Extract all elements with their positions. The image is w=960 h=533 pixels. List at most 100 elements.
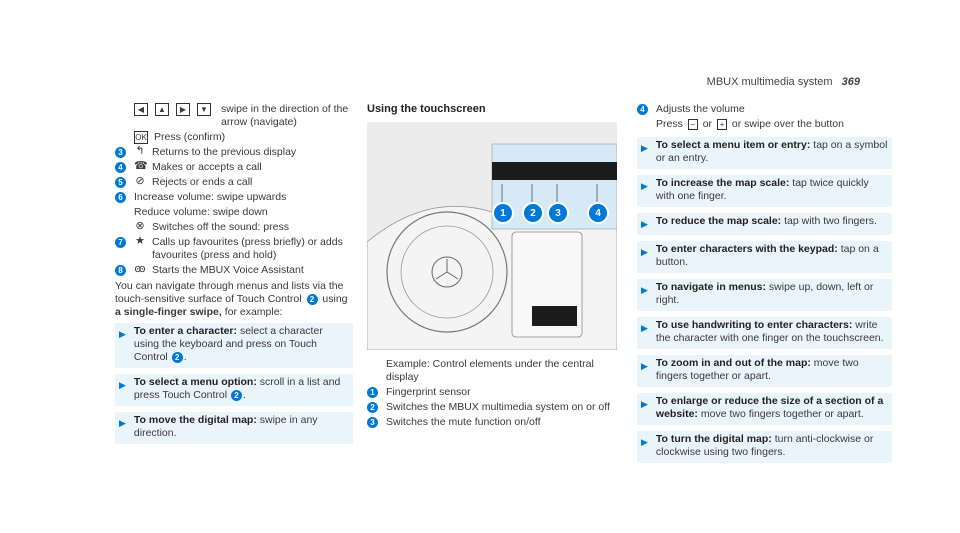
number-badge: 2 xyxy=(367,402,378,413)
tip-item: ▶ To select a menu item or entry: tap on … xyxy=(637,137,892,169)
tip-title: To zoom in and out of the map: xyxy=(655,357,811,369)
tip-title: To enter a character: xyxy=(133,325,238,337)
legend-item-2: 2 Switches the MBUX multimedia system on… xyxy=(367,401,617,414)
tip-title: To select a menu item or entry: xyxy=(655,139,811,151)
down-arrow-icon: ▼ xyxy=(197,103,211,116)
mute-icon: ⊗ xyxy=(135,220,145,232)
tip-title: To move the digital map: xyxy=(133,414,257,426)
or-text: or xyxy=(702,118,713,130)
number-badge: 5 xyxy=(115,177,126,188)
intro-paragraph: You can navigate through menus and lists… xyxy=(115,280,353,319)
play-arrow-icon: ▶ xyxy=(119,380,126,390)
number-badge: 2 xyxy=(231,390,243,401)
legend-text: Adjusts the volume xyxy=(656,103,745,115)
tip-text: tap on a symbol or an entry. xyxy=(655,139,888,164)
phone-icon: ☎ xyxy=(134,160,148,172)
callout-2: 2 xyxy=(522,202,544,224)
number-badge: 3 xyxy=(367,417,378,428)
tip-item: ▶To zoom in and out of the map: move two… xyxy=(637,355,892,387)
legend-item-7: 7 ★ Calls up favourites (press briefly) … xyxy=(115,236,353,262)
legend-item-5: 5 ⊘ Rejects or ends a call xyxy=(115,176,353,189)
play-arrow-icon: ▶ xyxy=(641,181,648,191)
legend-text: Returns to the previous display xyxy=(152,146,297,158)
tip-item: ▶To use handwriting to enter characters:… xyxy=(637,317,892,349)
play-arrow-icon: ▶ xyxy=(119,329,126,339)
tip-text: tap twice quickly with one finger. xyxy=(655,177,869,202)
right-arrow-icon: ▶ xyxy=(176,103,190,116)
mute-text: Switches off the sound: press xyxy=(152,221,289,233)
intro-text-3: for example: xyxy=(224,306,283,318)
tip-text: tap on a button. xyxy=(655,243,879,268)
cockpit-illustration: 1 2 3 4 xyxy=(367,122,617,350)
column-left: ◀ ▲ ▶ ▼ swipe in the direction of the ar… xyxy=(115,103,353,450)
legend-item-3: 3 ↰ Returns to the previous display xyxy=(115,146,353,159)
number-badge: 7 xyxy=(115,237,126,248)
play-arrow-icon: ▶ xyxy=(641,219,648,229)
legend-item-4: 4 Adjusts the volume xyxy=(637,103,892,116)
legend-text: Switches the MBUX multimedia system on o… xyxy=(386,401,610,413)
section-title: MBUX multimedia system xyxy=(706,76,833,88)
number-badge: 1 xyxy=(367,387,378,398)
play-arrow-icon: ▶ xyxy=(641,285,648,295)
play-arrow-icon: ▶ xyxy=(119,418,126,428)
callout-1: 1 xyxy=(492,202,514,224)
tip-text: select a character using the keyboard an… xyxy=(133,325,323,363)
tip-item: ▶ To turn the digital map: turn anti-cloc… xyxy=(637,431,892,463)
back-arrow-icon: ↰ xyxy=(135,145,145,157)
legend-text: Calls up favourites (press briefly) or a… xyxy=(152,236,343,261)
number-badge: 3 xyxy=(115,147,126,158)
touchscreen-tips: ▶ To select a menu item or entry: tap on … xyxy=(637,137,892,463)
legend-item-6: 6 Increase volume: swipe upwards xyxy=(115,191,353,204)
tip-title: To turn the digital map: xyxy=(655,433,772,445)
page-number: 369 xyxy=(841,76,860,88)
up-arrow-icon: ▲ xyxy=(155,103,169,116)
tip-title: To select a menu option: xyxy=(133,376,257,388)
legend-item-4: 4 ☎ Makes or accepts a call xyxy=(115,161,353,174)
callout-3: 3 xyxy=(547,202,569,224)
section-heading: Using the touchscreen xyxy=(367,103,486,115)
star-icon: ★ xyxy=(135,235,145,247)
tip-end: . xyxy=(243,389,246,401)
tip-item: ▶To increase the map scale: tap twice qu… xyxy=(637,175,892,207)
tip-title: To enter characters with the keypad: xyxy=(655,243,838,255)
legend-text: Makes or accepts a call xyxy=(152,161,262,173)
legend-item-1: 1 Fingerprint sensor xyxy=(367,386,617,399)
play-arrow-icon: ▶ xyxy=(641,247,648,257)
ok-text: Press (confirm) xyxy=(154,131,226,143)
tip-end: . xyxy=(183,351,187,363)
tip-enter-character: ▶ To enter a character: select a charact… xyxy=(115,323,353,368)
mute-line: ⊗ Switches off the sound: press xyxy=(115,221,353,234)
tip-title: To enlarge or reduce the size of a secti… xyxy=(655,395,884,420)
ok-line: OK Press (confirm) xyxy=(115,131,353,144)
intro-bold: a single-finger swipe, xyxy=(115,306,222,318)
press-text: Press xyxy=(656,118,683,130)
play-arrow-icon: ▶ xyxy=(641,143,648,153)
callout-4: 4 xyxy=(587,202,609,224)
tip-item: ▶ To enter characters with the keypad: ta… xyxy=(637,241,892,273)
number-badge: 4 xyxy=(115,162,126,173)
tip-text: move two fingers together or apart. xyxy=(655,357,859,382)
legend-text: Starts the MBUX Voice Assistant xyxy=(152,264,304,276)
intro-text: You can navigate through menus and lists… xyxy=(115,280,344,305)
ok-icon: OK xyxy=(134,131,148,144)
tip-text: turn anti-clockwise or clockwise using t… xyxy=(655,433,874,458)
number-badge: 2 xyxy=(171,352,183,363)
arrow-keys: ◀ ▲ ▶ ▼ xyxy=(134,103,217,116)
tip-item: ▶ To reduce the map scale: tap with two f… xyxy=(637,213,892,235)
tip-text: write the character with one finger on t… xyxy=(655,319,884,344)
tip-title: To reduce the map scale: xyxy=(655,215,782,227)
play-arrow-icon: ▶ xyxy=(641,437,648,447)
reduce-text: Reduce volume: swipe down xyxy=(134,206,268,218)
hangup-icon: ⊘ xyxy=(135,175,145,187)
tip-text: tap with two fingers. xyxy=(784,215,877,227)
legend-item-3: 3 Switches the mute function on/off xyxy=(367,416,617,429)
number-badge: 6 xyxy=(115,192,126,203)
tip-move-map: ▶ To move the digital map: swipe in any … xyxy=(115,412,353,444)
tip-text: move two fingers together or apart. xyxy=(700,408,864,420)
column-middle: Using the touchscreen 1 2 3 4 Example: C… xyxy=(367,103,617,431)
tip-text: swipe in any direction. xyxy=(133,414,318,439)
legend-text: Rejects or ends a call xyxy=(152,176,253,188)
legend-text: Switches the mute function on/off xyxy=(386,416,541,428)
play-arrow-icon: ▶ xyxy=(641,323,648,333)
tip-text: scroll in a list and press Touch Control xyxy=(133,376,341,401)
